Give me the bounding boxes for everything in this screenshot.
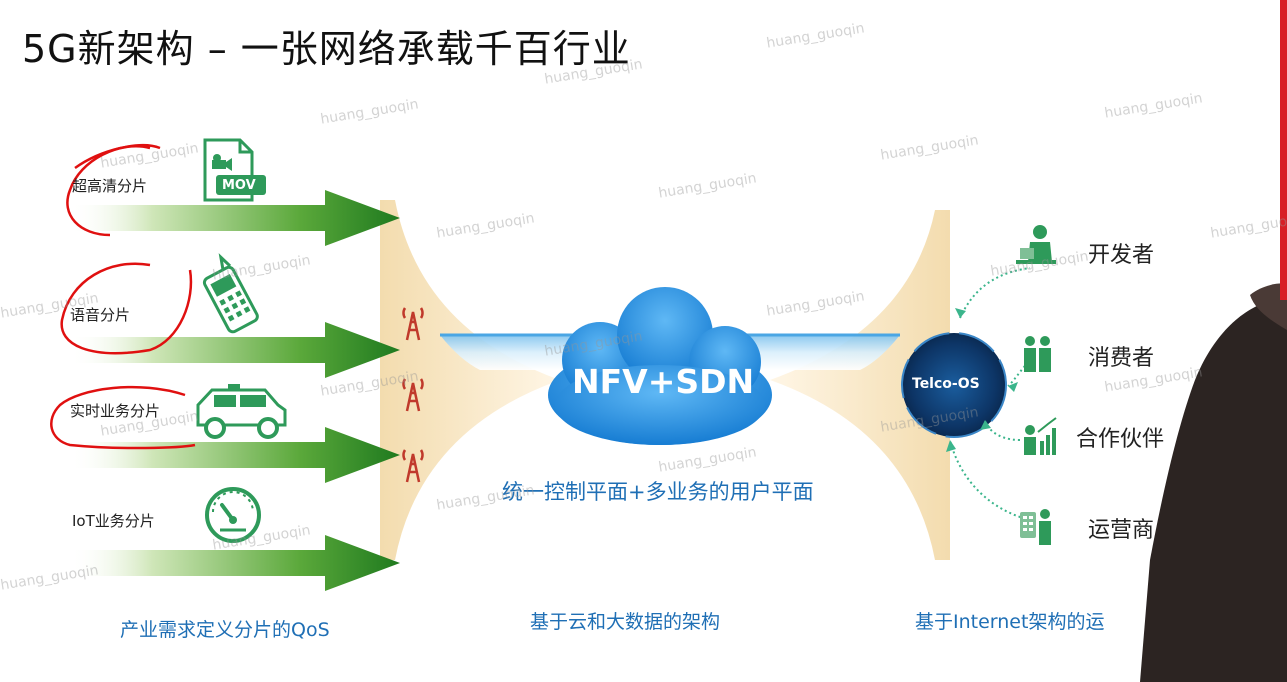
car-icon [196,384,287,439]
annotation-marks [50,144,196,450]
partner-icon [1024,417,1057,455]
developer-icon [1016,225,1056,264]
gauge-icon [205,487,261,543]
mov-file-icon [203,138,266,202]
connector-arrowheads [946,308,1018,452]
slice-arrow-2 [70,322,400,378]
slice-label-iot: IoT业务分片 [72,512,155,530]
mobile-phone-icon [202,253,259,334]
caption-middle: 基于云和大数据的架构 [530,611,721,633]
slice-arrow-4 [70,535,400,591]
right-funnel [770,210,950,560]
caption-left: 产业需求定义分片的QoS [120,619,330,641]
caption-right: 基于Internet架构的运 [915,611,1105,633]
slice-label-uhd: 超高清分片 [72,177,148,195]
unified-caption: 统一控制平面+多业务的用户平面 [502,480,814,504]
role-label-consumer: 消费者 [1088,346,1155,371]
consumer-icon [1024,336,1051,372]
left-funnel [380,200,560,560]
presenter-silhouette [1140,283,1287,682]
page-title: 5G新架构 – 一张网络承载千百行业 [22,27,631,71]
role-label-partner: 合作伙伴 [1076,427,1165,452]
cloud-icon [548,287,772,445]
slice-arrow-3 [70,427,400,483]
telco-os-label: Telco-OS [912,376,980,392]
slice-label-realtime: 实时业务分片 [70,402,161,420]
mov-icon-text: MOV [222,178,256,193]
role-label-developer: 开发者 [1088,243,1155,268]
cloud-label: NFV+SDN [572,362,755,401]
operator-icon [1020,509,1051,545]
telco-os-icon [901,332,1007,438]
tower-icon [402,307,424,483]
slice-arrow-1 [70,190,400,246]
red-edge-strip [1280,0,1287,300]
role-label-operator: 运营商 [1088,518,1155,543]
slice-label-voice: 语音分片 [70,306,131,324]
